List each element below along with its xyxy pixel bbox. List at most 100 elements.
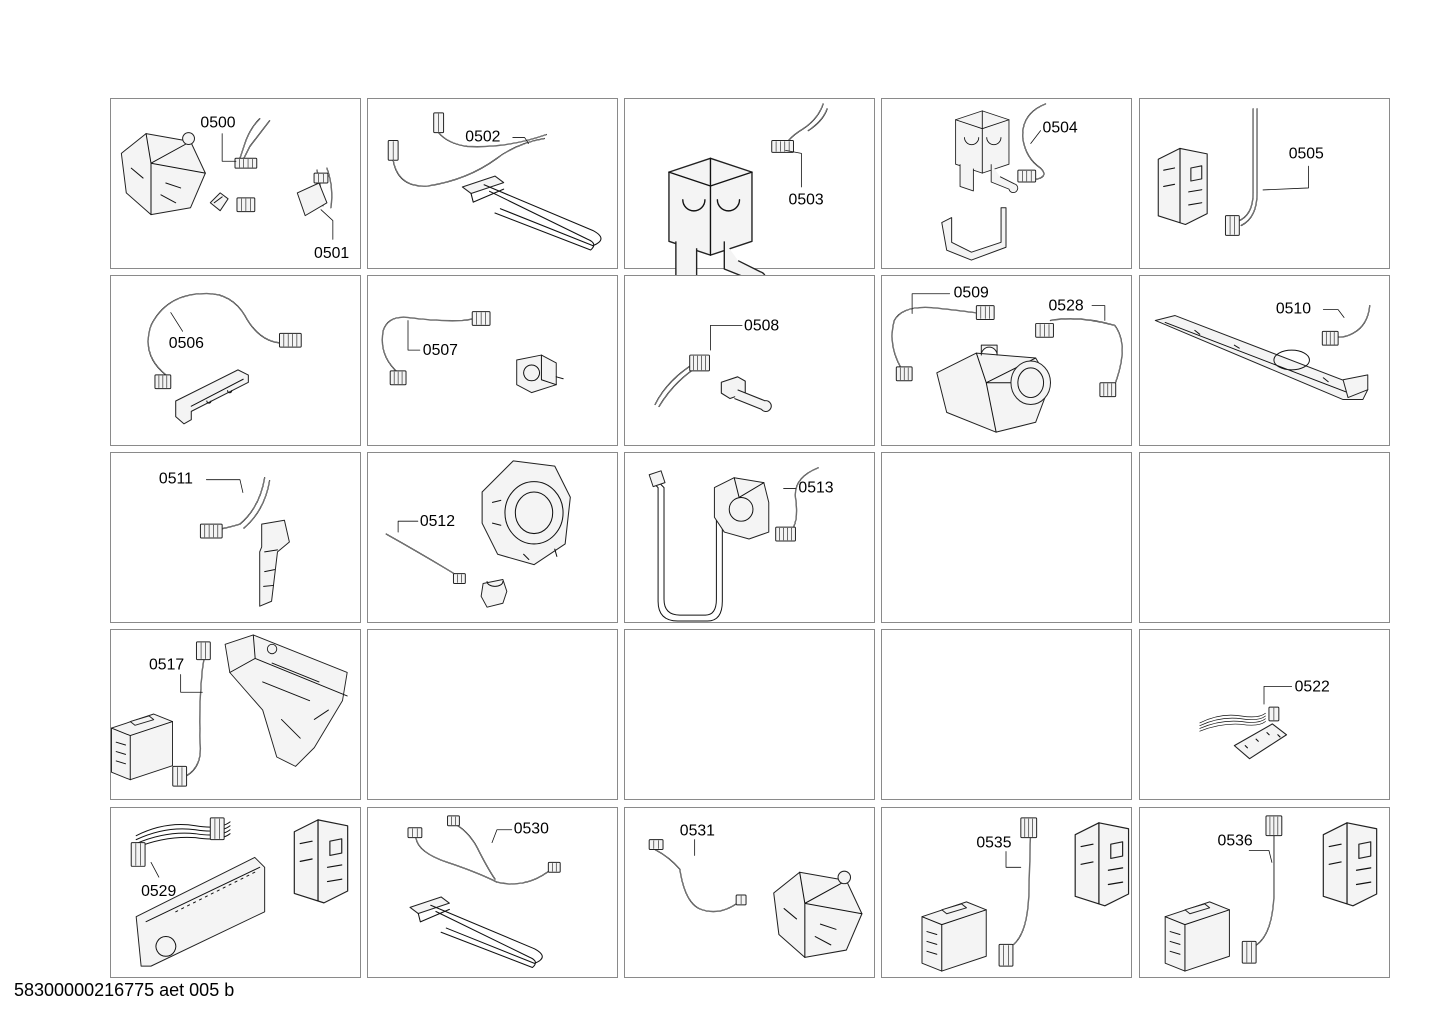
door-lock-illustration	[293, 819, 349, 904]
leader-line	[205, 479, 244, 493]
diagram-cell-r2c5: 0510	[1139, 275, 1390, 446]
diagram-cell-r3c2: 0512	[367, 452, 618, 623]
part-number-label: 0504	[1043, 120, 1078, 137]
cell-illustration	[368, 630, 617, 799]
cell-illustration: 0511	[159, 471, 290, 607]
diagram-cell-r4c3	[624, 629, 875, 800]
wire-harness-0536	[1241, 815, 1283, 964]
part-number-label: 0501	[314, 245, 349, 262]
wire-harness-0505	[1224, 108, 1258, 236]
leader-line	[1248, 850, 1273, 863]
cell-illustration: 0522	[1199, 678, 1330, 760]
leader-line	[170, 312, 184, 332]
cell-illustration: 0517	[110, 634, 348, 787]
part-number-label: 0506	[169, 335, 204, 352]
diagram-cell-r5c3: 0531	[624, 807, 875, 978]
cell-illustration: 0504	[941, 103, 1078, 261]
leader-line	[512, 137, 529, 144]
leader-line	[180, 674, 203, 693]
sensor-bracket-illustration	[175, 369, 249, 425]
door-lock-illustration	[1074, 822, 1130, 907]
pump-illustration	[120, 132, 206, 216]
part-number-label: 0511	[159, 471, 193, 488]
drain-pump-illustration	[936, 344, 1051, 433]
part-number-label: 0531	[680, 823, 715, 840]
sensor-illustration	[259, 519, 290, 607]
leader-line	[785, 149, 802, 188]
leader-line	[1091, 305, 1106, 321]
cell-illustration: 0530	[407, 815, 561, 969]
wire-harness-0529	[130, 817, 231, 867]
wire-harness-0504	[1017, 103, 1047, 183]
leader-line	[397, 520, 419, 533]
part-number-label: 0536	[1218, 833, 1253, 850]
cell-illustration: 0506	[147, 292, 302, 425]
cell-illustration: 0536	[1164, 815, 1378, 972]
part-number-label: 0522	[1295, 678, 1330, 695]
diagram-cell-r1c5: 0505	[1139, 98, 1390, 269]
leader-line	[1005, 851, 1022, 868]
wire-harness-0503	[771, 103, 828, 153]
diagram-cell-r2c3: 0508	[624, 275, 875, 446]
wire-harness-0509	[891, 305, 995, 382]
leader-line	[491, 829, 513, 843]
sensor-illustration	[720, 376, 772, 412]
leader-line	[1322, 309, 1345, 318]
wire-harness-0513	[775, 467, 819, 542]
wire-harness-0501	[296, 167, 333, 217]
cross-brace-illustration	[1154, 315, 1369, 401]
part-number-label: 0517	[149, 657, 184, 674]
pressure-switch-illustration	[516, 354, 564, 394]
part-number-label: 0503	[789, 192, 824, 209]
cell-illustration: 0507	[381, 311, 564, 394]
cell-illustration	[882, 453, 1131, 622]
document-id-footer: 58300000216775 aet 005 b	[14, 980, 235, 1000]
cell-illustration: 0531	[648, 823, 863, 958]
leader-line	[150, 861, 160, 878]
cell-illustration: 0512	[385, 460, 571, 608]
wire-harness-0530	[407, 815, 561, 885]
leader-line	[710, 325, 743, 351]
part-number-label: 0507	[423, 342, 458, 359]
cell-illustration: 0529	[130, 817, 349, 967]
cell-illustration: 0535	[921, 817, 1130, 972]
wire-harness-0535	[998, 817, 1038, 967]
sensor-illustration	[480, 579, 508, 608]
diagram-cell-r3c3: 0513	[624, 452, 875, 623]
inlet-valve-illustration	[955, 110, 1019, 193]
part-number-label: 0513	[798, 480, 833, 497]
part-number-label: 0512	[420, 513, 455, 530]
part-number-label: 0510	[1276, 301, 1311, 318]
control-panel-illustration	[135, 856, 266, 967]
diagram-cell-r5c1: 0529	[110, 807, 361, 978]
bracket-illustration	[941, 207, 1007, 261]
diagram-cell-r3c5	[1139, 452, 1390, 623]
leader-line	[320, 209, 334, 240]
cell-illustration	[882, 630, 1131, 799]
diagram-cell-r2c2: 0507	[367, 275, 618, 446]
control-module-illustration	[1164, 901, 1230, 972]
wire-harness-0522	[1199, 712, 1266, 732]
diagram-cell-r1c3: 0503	[624, 98, 875, 287]
leader-line	[407, 320, 421, 351]
diagram-cell-r3c4	[881, 452, 1132, 623]
cell-illustration: 0502	[387, 112, 602, 251]
door-lock-illustration	[1322, 822, 1378, 907]
wire-harness-0507	[381, 311, 491, 386]
wire-harness-0508	[654, 354, 710, 408]
inlet-valve-illustration	[668, 157, 767, 287]
diagram-cell-r2c1: 0506	[110, 275, 361, 446]
part-number-label: 0502	[465, 128, 500, 145]
wire-harness-0510	[1321, 305, 1371, 346]
leader-line	[911, 293, 951, 314]
wire-harness-0517	[172, 641, 211, 787]
wire-harness-0511	[199, 477, 271, 539]
part-number-label: 0528	[1049, 298, 1084, 315]
leader-line	[1262, 165, 1309, 191]
diagram-cell-r1c2: 0502	[367, 98, 618, 269]
cell-illustration: 0513	[648, 467, 834, 622]
part-number-label: 0530	[514, 821, 549, 838]
wire-harness-0500	[234, 118, 271, 169]
